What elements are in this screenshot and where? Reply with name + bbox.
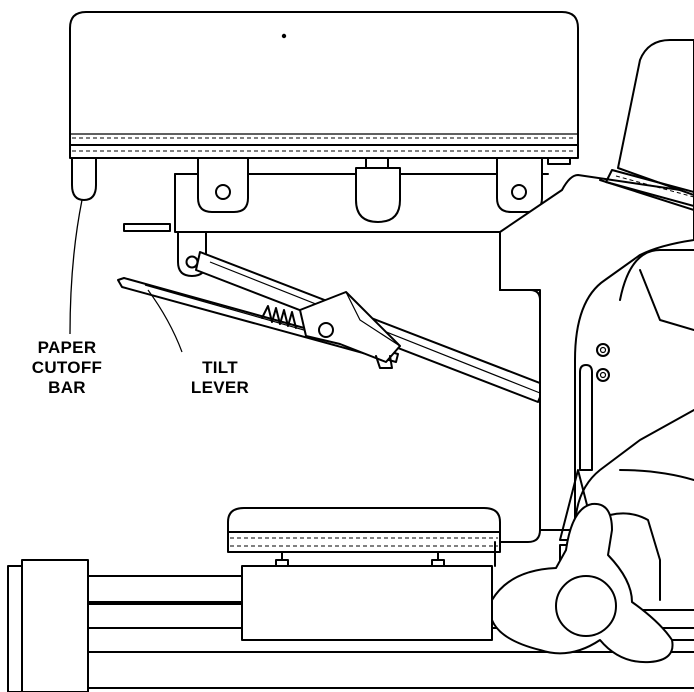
paper-cutoff-bar-label: PAPER CUTOFF BAR: [26, 338, 108, 398]
hinge-lugs: [197, 157, 543, 223]
tilt-lever-label: TILT LEVER: [182, 358, 258, 398]
guide-rails: [7, 559, 694, 692]
right-carriage: [499, 174, 694, 541]
tilt-lever-label-line-1: TILT: [202, 358, 238, 377]
upper-platen: [69, 11, 579, 165]
tilt-lever: [117, 277, 401, 369]
upper-right-cover: [605, 39, 694, 207]
lower-platen: [227, 507, 501, 571]
paper-cutoff-bar-label-line-1: PAPER: [37, 338, 97, 357]
carriage-block: [241, 541, 496, 641]
paper-cutoff-bar-label-line-3: BAR: [48, 378, 86, 397]
knob: [491, 502, 674, 664]
paper-cutoff-bar: [71, 157, 97, 201]
paper-cutoff-bar-label-line-2: CUTOFF: [31, 358, 103, 377]
tilt-lever-label-line-2: LEVER: [190, 378, 250, 397]
